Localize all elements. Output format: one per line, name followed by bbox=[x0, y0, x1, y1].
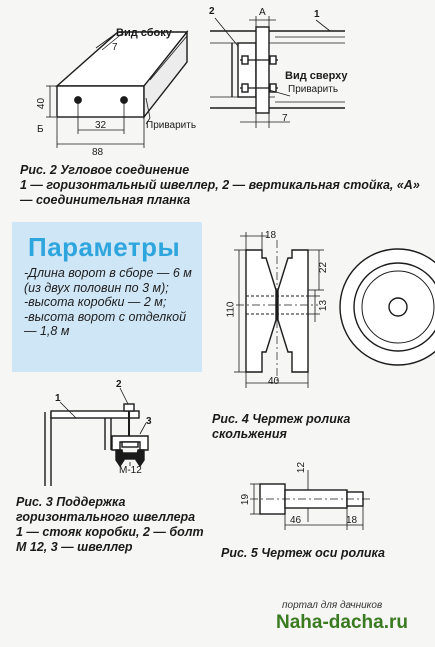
fig4-roller-side bbox=[234, 232, 324, 388]
fig2-top-view-label: Вид сверху bbox=[285, 70, 348, 82]
parameters-panel bbox=[12, 222, 202, 372]
fig2-caption: Рис. 2 Угловое соединение 1 — горизонтал… bbox=[20, 163, 420, 208]
fig3-bolt-label: М-12 bbox=[119, 465, 142, 476]
fig5-caption: Рис. 5 Чертеж оси ролика bbox=[221, 546, 385, 560]
fig4-caption: Рис. 4 Чертеж ролика скольжения bbox=[212, 412, 351, 441]
fig3-support bbox=[44, 387, 149, 486]
fig2-label-2: 2 bbox=[209, 6, 215, 17]
fig4-dim-13: 13 bbox=[318, 299, 330, 312]
hole-icon bbox=[74, 96, 82, 104]
fig2-label-a: А bbox=[259, 7, 266, 18]
fig5-dim-12: 12 bbox=[296, 461, 308, 474]
fig5-axle bbox=[250, 470, 372, 530]
fig3-label-1: 1 bbox=[55, 393, 61, 404]
parameters-list: -Длина ворот в сборе — 6 м (из двух поло… bbox=[24, 266, 200, 339]
fig3-label-2: 2 bbox=[116, 379, 122, 390]
fig3-caption: Рис. 3 Поддержка горизонтального швеллер… bbox=[16, 495, 216, 555]
fig2-dim-88: 88 bbox=[92, 147, 104, 158]
fig2-dim-32: 32 bbox=[95, 120, 107, 131]
parameter-item: -Длина ворот в сборе — 6 м (из двух поло… bbox=[24, 266, 192, 295]
fig5-dim-18: 18 bbox=[346, 515, 358, 526]
fig2-side-view-label: Вид сбоку bbox=[116, 27, 172, 39]
watermark-site: Naha-dacha.ru bbox=[276, 612, 408, 633]
fig2-label-1: 1 bbox=[314, 9, 320, 20]
fig4-dim-22: 22 bbox=[318, 261, 330, 274]
fig2-caption-title: Рис. 2 Угловое соединение bbox=[20, 163, 190, 177]
fig4-dim-18: 18 bbox=[265, 230, 277, 241]
fig4-dim-40: 40 bbox=[268, 376, 280, 387]
fig3-caption-title: Рис. 3 Поддержка горизонтального швеллер… bbox=[16, 495, 196, 524]
parameters-title: Параметры bbox=[28, 232, 181, 262]
fig3-label-3: 3 bbox=[146, 416, 152, 427]
fig2-top-view bbox=[210, 16, 345, 128]
parameter-item: -высота ворот с отделкой — 1,8 м bbox=[24, 309, 187, 339]
fig4-dim-110: 110 bbox=[225, 301, 237, 318]
fig5-dim-46: 46 bbox=[290, 515, 302, 526]
fig3-caption-body: 1 — стояк коробки, 2 — болт М 12, 3 — шв… bbox=[16, 525, 204, 554]
hole-icon bbox=[120, 96, 128, 104]
fig2-dim-b: Б bbox=[37, 124, 44, 135]
fig5-dim-19: 19 bbox=[240, 493, 252, 506]
fig4-roller-front bbox=[339, 248, 435, 366]
fig2-dim-7-right: 7 bbox=[282, 113, 288, 124]
fig2-dim-40: 40 bbox=[36, 97, 48, 110]
fig2-weld-right: Приварить bbox=[288, 84, 339, 95]
watermark-tagline: портал для дачников bbox=[282, 600, 383, 611]
fig2-dim-7-left: 7 bbox=[112, 42, 118, 53]
fig2-caption-body: 1 — горизонтальный швеллер, 2 — вертикал… bbox=[20, 178, 420, 207]
parameter-item: -высота коробки — 2 м; bbox=[24, 295, 167, 309]
fig2-weld-left: Приварить bbox=[146, 120, 197, 131]
fig2-side-view bbox=[46, 29, 189, 148]
